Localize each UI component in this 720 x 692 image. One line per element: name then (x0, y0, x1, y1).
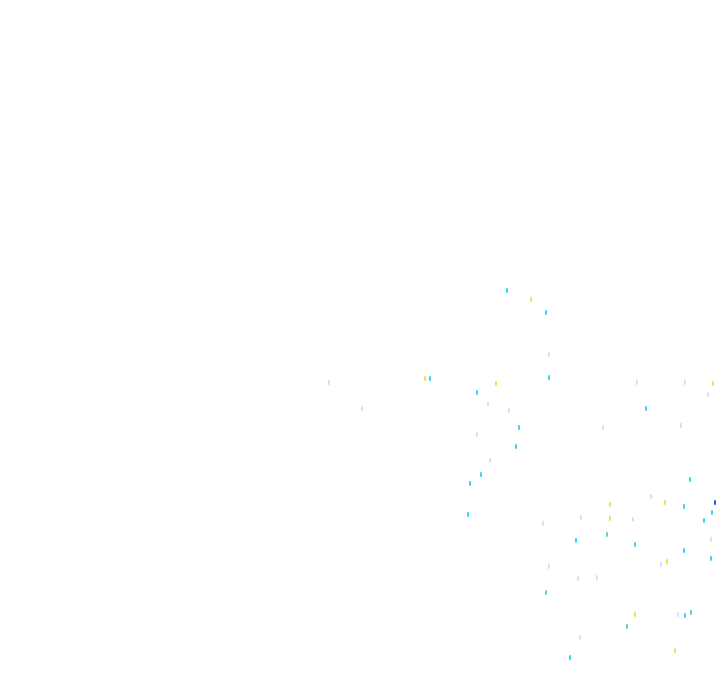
color-speck (606, 532, 608, 537)
color-speck (684, 380, 686, 385)
color-speck (710, 556, 712, 561)
color-speck (579, 635, 581, 640)
color-speck (680, 423, 682, 428)
color-speck (683, 548, 685, 553)
color-speck (361, 406, 363, 411)
color-speck (429, 376, 431, 381)
color-speck (580, 515, 582, 520)
color-speck (508, 408, 510, 413)
color-speck (660, 562, 662, 567)
color-speck (476, 432, 478, 437)
color-speck (666, 559, 668, 564)
color-speck (636, 380, 638, 385)
color-speck (707, 392, 709, 397)
color-speck (714, 500, 716, 505)
color-speck (467, 512, 469, 517)
color-speck (530, 297, 532, 302)
color-speck (710, 537, 712, 542)
color-speck (545, 590, 547, 595)
color-speck (328, 380, 330, 385)
color-speck (645, 406, 647, 411)
color-speck (577, 576, 579, 581)
color-speck (634, 612, 636, 617)
color-speck (489, 458, 491, 463)
color-speck (506, 288, 508, 293)
color-speck (690, 610, 692, 615)
color-speck (476, 390, 478, 395)
color-speck (674, 648, 676, 653)
color-speck (664, 500, 666, 505)
color-speck (495, 381, 497, 386)
color-speck (596, 575, 598, 580)
color-speck (632, 517, 634, 522)
color-speck (650, 494, 652, 499)
color-speck (515, 444, 517, 449)
color-speck (677, 612, 679, 617)
color-speck (684, 613, 686, 618)
color-speck (634, 542, 636, 547)
color-speck (545, 310, 547, 315)
color-speck (689, 477, 691, 482)
color-speck (703, 518, 705, 523)
color-speck (518, 425, 520, 430)
color-speck (542, 521, 544, 526)
color-speck (712, 381, 714, 386)
color-speck (487, 402, 489, 407)
color-speck (548, 352, 550, 357)
color-speck (480, 472, 482, 477)
color-speck (548, 375, 550, 380)
color-speck (683, 504, 685, 509)
color-speck (469, 481, 471, 486)
color-speck (424, 376, 426, 381)
color-speck (575, 538, 577, 543)
color-speck (569, 655, 571, 660)
color-speck (548, 564, 550, 569)
color-speck (626, 624, 628, 629)
color-speck (609, 502, 611, 507)
color-speck (602, 425, 604, 430)
color-speck (711, 510, 713, 515)
color-speck (609, 516, 611, 521)
